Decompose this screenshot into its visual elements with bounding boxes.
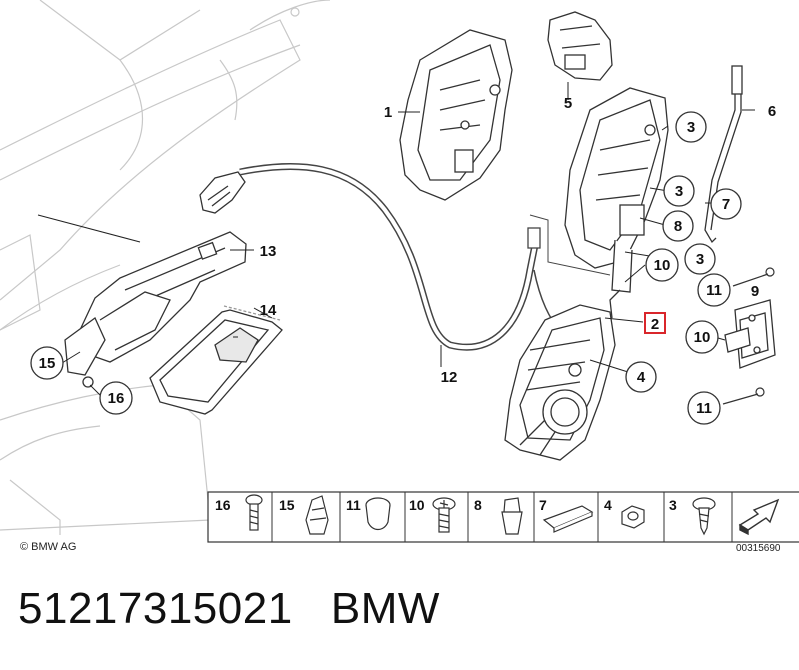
callout-label: 12 — [441, 369, 458, 386]
callout-label: 10 — [654, 257, 671, 274]
torx-bolt-icon — [432, 497, 456, 533]
self-tapping-screw-icon — [692, 497, 716, 536]
hardware-cell: 15 — [279, 495, 329, 535]
callout-3: 3 — [675, 111, 707, 143]
hardware-cell: 7 — [539, 497, 594, 533]
hardware-label: 15 — [279, 497, 295, 513]
callout-6: 6 — [768, 103, 776, 120]
callout-11: 11 — [687, 391, 721, 425]
callout-16: 16 — [99, 381, 133, 415]
callout-label: 9 — [751, 283, 759, 300]
door-lock-assembly-part-3 — [564, 87, 669, 319]
callout-14: 14 — [260, 302, 277, 319]
callout-label: 10 — [694, 329, 711, 346]
lock-motor-part-4 — [504, 304, 616, 461]
callout-1: 1 — [384, 104, 392, 121]
callout-3: 3 — [684, 243, 716, 275]
hex-nut-icon — [621, 505, 645, 529]
hardware-label: 8 — [474, 497, 482, 513]
hardware-label: 4 — [604, 497, 612, 513]
callout-10: 10 — [645, 248, 679, 282]
hardware-parts-table: 16 15 11 10 — [207, 491, 799, 543]
callout-label: 3 — [687, 119, 695, 136]
screw-icon — [245, 494, 263, 531]
callout-12: 12 — [441, 369, 458, 386]
callout-label: 15 — [39, 355, 56, 372]
callout-label: 16 — [108, 390, 125, 407]
striker-part-9 — [724, 299, 776, 369]
hardware-cell: 4 — [604, 497, 645, 529]
hardware-label: 10 — [409, 497, 425, 513]
hardware-cell: 11 — [346, 497, 391, 531]
callout-7: 7 — [710, 188, 742, 220]
copyright-notice: © BMW AG — [20, 541, 77, 553]
callout-label: 6 — [768, 103, 776, 120]
callout-label: 5 — [564, 95, 572, 112]
highlight-box — [644, 312, 666, 334]
callout-2-highlighted: 2 — [644, 312, 666, 334]
hardware-cell: 10 — [409, 497, 456, 533]
actuator-part-5 — [547, 11, 613, 81]
hardware-cell: 8 — [474, 497, 523, 535]
callout-15: 15 — [30, 346, 64, 380]
hardware-cell: 3 — [669, 497, 716, 536]
door-lock-part-1 — [399, 29, 513, 201]
callout-10: 10 — [685, 320, 719, 354]
bowden-cable-part-12 — [239, 162, 611, 351]
expanding-rivet-icon — [501, 497, 523, 535]
bolts-part-11 — [722, 267, 775, 405]
callout-label: 11 — [696, 400, 712, 417]
callout-label: 1 — [384, 104, 392, 121]
callout-5: 5 — [564, 95, 572, 112]
callout-label: 13 — [260, 243, 277, 260]
hardware-label: 3 — [669, 497, 677, 513]
callout-label: 3 — [675, 183, 683, 200]
image-number: 00315690 — [736, 543, 781, 554]
leader-lines — [37, 82, 755, 398]
callout-3: 3 — [663, 175, 695, 207]
callout-4: 4 — [625, 361, 657, 393]
callout-label: 3 — [696, 251, 704, 268]
brand-name: BMW — [330, 584, 440, 633]
exploded-parts-diagram: 1 2 3 3 3 4 5 6 7 8 9 10 10 — [0, 0, 799, 543]
callout-label: 11 — [706, 282, 722, 299]
hardware-label: 11 — [346, 497, 361, 513]
cable-clip — [199, 171, 246, 214]
part-number: 51217315021 — [18, 584, 293, 633]
callout-8: 8 — [662, 210, 694, 242]
hardware-label: 7 — [539, 497, 547, 513]
callout-11: 11 — [697, 273, 731, 307]
callout-label: 14 — [260, 302, 277, 319]
handle-trim-part-14 — [149, 305, 283, 415]
clip-icon — [305, 495, 329, 535]
inner-handle-part-13 — [64, 231, 247, 388]
hardware-cell: 16 — [215, 494, 263, 531]
part-footer: 51217315021 BMW — [18, 584, 440, 634]
callout-9: 9 — [751, 283, 759, 300]
plug-icon — [365, 497, 391, 531]
foam-pad-icon — [542, 505, 594, 533]
callout-label: 7 — [722, 196, 730, 213]
callout-13: 13 — [260, 243, 277, 260]
callout-label: 8 — [674, 218, 682, 235]
arrow-icon — [738, 498, 780, 536]
callout-label: 2 — [651, 316, 659, 333]
hardware-label: 16 — [215, 497, 231, 513]
callout-label: 4 — [637, 369, 646, 386]
